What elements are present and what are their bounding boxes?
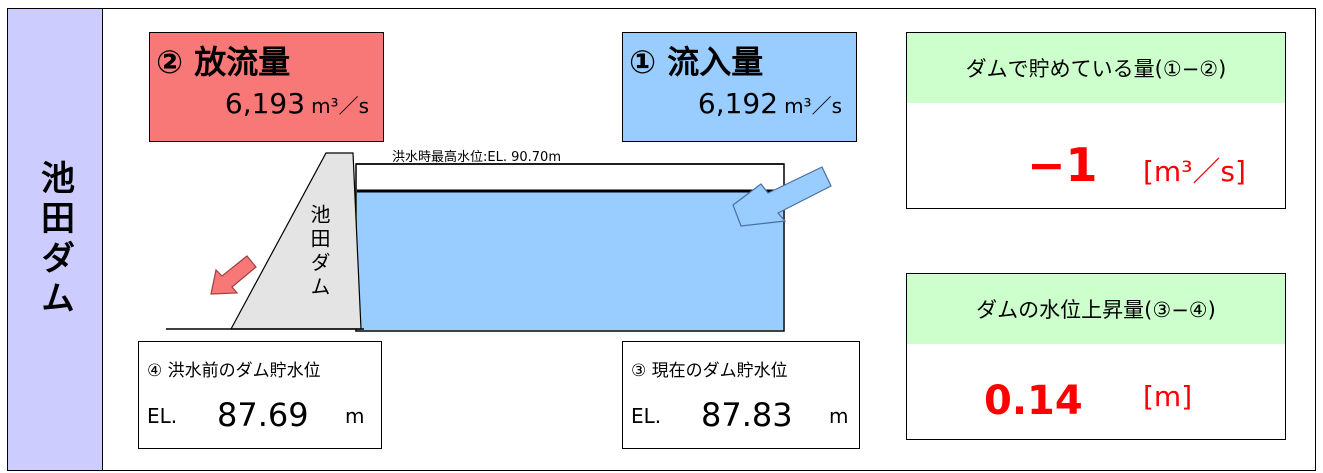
inflow-arrow-icon [732,166,832,227]
rise-summary-label: ダムの水位上昇量(③−④) [907,274,1285,344]
storage-unit: [m³／s] [1143,155,1246,188]
dam-name-sidebar: 池田ダム [8,9,103,470]
dam-status-panel: 池田ダム 洪水時最高水位:EL. 90.70m 池田ダム ② 放流量 6,193… [7,8,1316,471]
rise-unit: [m] [1143,380,1193,413]
level-before-value: 87.69 [217,396,309,434]
level-current-label: ③ 現在のダム貯水位 [631,361,788,381]
dam-name: 池田ダム [34,159,75,320]
level-before-prefix: EL. [147,404,178,428]
dam-diagram [166,152,832,332]
rise-value: 0.14 [984,378,1083,424]
reservoir-water [357,191,783,330]
level-before-label: ④ 洪水前のダム貯水位 [147,361,321,381]
dam-diagram-label: 池田ダム [307,204,331,300]
outflow-value: 6,193 [224,87,306,120]
rise-summary-box: ダムの水位上昇量(③−④) 0.14 [m] [906,273,1286,440]
level-current-value: 87.83 [701,396,793,434]
inflow-value: 6,192 [697,87,779,120]
storage-value: −1 [1027,138,1098,192]
level-before-unit: m [345,404,365,428]
level-current-prefix: EL. [631,404,662,428]
inflow-label: ① 流入量 [629,43,764,81]
outflow-arrow-icon [210,255,257,295]
outflow-unit: m³／s [311,94,369,118]
flood-max-level-label: 洪水時最高水位:EL. 90.70m [392,150,561,165]
storage-summary-label: ダムで貯めている量(①−②) [907,33,1285,103]
storage-summary-box: ダムで貯めている量(①−②) −1 [m³／s] [906,32,1286,209]
dam-body [229,152,362,330]
outflow-label: ② 放流量 [156,43,291,81]
inflow-unit: m³／s [784,94,842,118]
level-current-unit: m [829,404,849,428]
level-before-box: ④ 洪水前のダム貯水位 EL. 87.69 m [138,341,382,449]
level-current-box: ③ 現在のダム貯水位 EL. 87.83 m [622,341,860,449]
